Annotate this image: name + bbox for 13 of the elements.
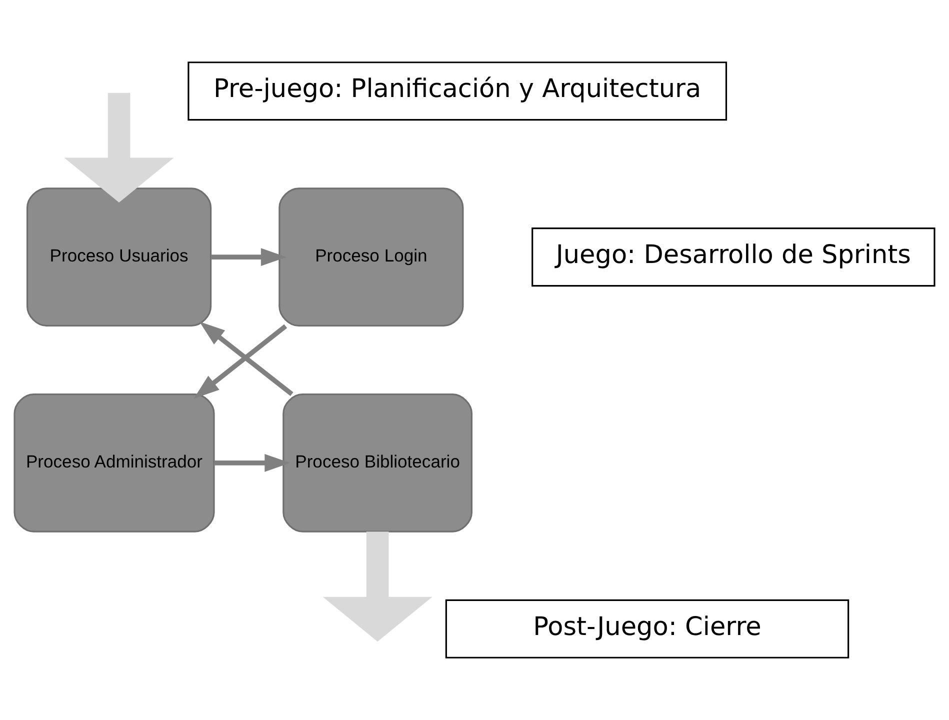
node-box: Proceso Bibliotecario bbox=[282, 394, 472, 532]
arrow bbox=[214, 454, 290, 472]
node-box: Proceso Administrador bbox=[14, 394, 215, 532]
arrow bbox=[199, 322, 294, 396]
node-box: Juego: Desarrollo de Sprints bbox=[532, 228, 936, 287]
arrow bbox=[194, 324, 288, 399]
arrow bbox=[211, 248, 287, 266]
arrow bbox=[64, 92, 174, 203]
node-box: Proceso Usuarios bbox=[26, 188, 212, 326]
node-box: Post-Juego: Cierre bbox=[445, 599, 850, 658]
arrow bbox=[322, 532, 432, 642]
node-box: Proceso Login bbox=[278, 188, 464, 326]
node-box: Pre-juego: Planificación y Arquitectura bbox=[188, 62, 728, 121]
